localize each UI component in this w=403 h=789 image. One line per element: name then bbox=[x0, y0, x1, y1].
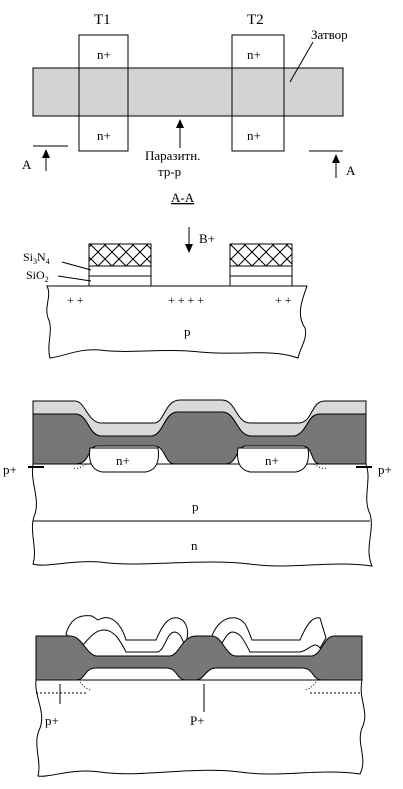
t2-label: T2 bbox=[247, 12, 264, 28]
top-conformal-layer bbox=[65, 615, 327, 655]
section-letter-right: A bbox=[346, 163, 356, 178]
substrate bbox=[35, 679, 366, 777]
gate-leader-line bbox=[289, 41, 314, 83]
sio2-layer bbox=[88, 275, 152, 287]
implant-plus-marks: + + bbox=[275, 293, 292, 307]
field-oxide bbox=[32, 411, 367, 465]
n-region-label: n bbox=[191, 538, 198, 553]
substrate bbox=[31, 463, 373, 567]
n-plus-well bbox=[89, 447, 159, 473]
parasitic-label: Паразитн. bbox=[145, 148, 200, 163]
p-plus-label: p+ bbox=[45, 713, 59, 728]
n-plus-label: n+ bbox=[265, 453, 279, 468]
n-plus-label: n+ bbox=[247, 47, 261, 62]
boron-label: B+ bbox=[199, 231, 215, 246]
gate-label: Затвор bbox=[311, 27, 348, 42]
parasitic-label-2: тр-р bbox=[158, 164, 181, 179]
p-plus-label: P+ bbox=[190, 713, 205, 728]
t2-lower-region bbox=[231, 115, 285, 152]
cross-section-final: p+ P+ bbox=[35, 615, 366, 777]
n-plus-label: n+ bbox=[247, 128, 261, 143]
t2-upper-region bbox=[231, 34, 285, 69]
field-oxide bbox=[35, 635, 363, 681]
sio2-layer bbox=[229, 275, 293, 287]
implant-plus-marks: + + + + bbox=[168, 293, 204, 307]
mask-block bbox=[88, 243, 152, 267]
p-region-label: p bbox=[184, 324, 191, 339]
p-region-label: p bbox=[192, 499, 199, 514]
si3n4-layer bbox=[88, 265, 152, 277]
t1-lower-region bbox=[78, 115, 129, 152]
p-plus-label: p+ bbox=[3, 462, 17, 477]
n-plus-label: n+ bbox=[97, 47, 111, 62]
sio2-label: SiO2 bbox=[26, 268, 49, 284]
t1-label: T1 bbox=[94, 12, 111, 28]
section-title: А-А bbox=[171, 190, 195, 205]
n-plus-well bbox=[237, 447, 309, 473]
n-plus-label: n+ bbox=[116, 453, 130, 468]
substrate-p bbox=[46, 285, 308, 359]
mask-block bbox=[229, 243, 293, 267]
cross-section-implant: B+ Si3N4 SiO2 + + + + + + + + p bbox=[23, 227, 308, 359]
implant-plus-marks: + + bbox=[67, 293, 84, 307]
gate-strip bbox=[32, 67, 344, 117]
n-plus-label: n+ bbox=[97, 128, 111, 143]
top-view-figure: T1 T2 n+ n+ n+ n+ Затвор Паразитн. тр-р … bbox=[22, 12, 356, 205]
cross-section-oxidation: n+ n+ p+ p+ p n bbox=[3, 399, 392, 567]
si3n4-layer bbox=[229, 265, 293, 277]
section-letter-left: A bbox=[22, 157, 32, 172]
t1-upper-region bbox=[78, 34, 129, 69]
si3n4-label: Si3N4 bbox=[23, 250, 50, 266]
p-plus-label: p+ bbox=[378, 462, 392, 477]
